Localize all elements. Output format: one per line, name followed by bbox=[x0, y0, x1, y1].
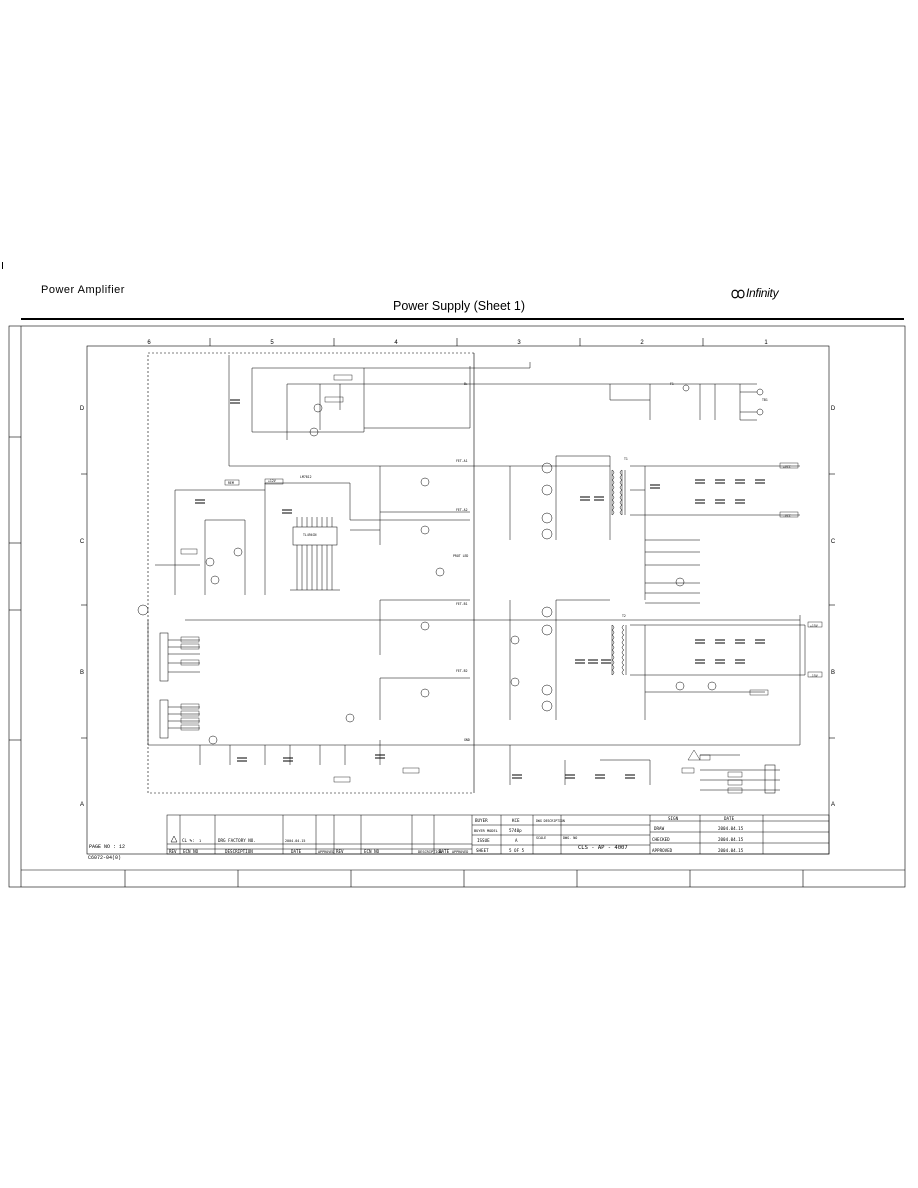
form-number: C6072-04(0) bbox=[88, 855, 122, 861]
buyer-label: BUYER bbox=[475, 818, 488, 823]
component-symbols bbox=[137, 384, 717, 745]
col-label-3: 3 bbox=[517, 340, 521, 346]
col-rev-left: REV bbox=[169, 849, 177, 854]
ic-reg-label: LM7812 bbox=[300, 475, 312, 479]
rev-description: DRG FACTORY NO. bbox=[218, 838, 256, 843]
net-plus-vcc: +VCC bbox=[783, 465, 791, 469]
net-minus-vcc: -VCC bbox=[783, 514, 791, 518]
page-title: Power Supply (Sheet 1) bbox=[392, 299, 525, 313]
col-label-6: 6 bbox=[147, 340, 151, 346]
row-label-a-left: A bbox=[80, 802, 84, 808]
col-rev-right: REV bbox=[336, 849, 344, 854]
col-label-5: 5 bbox=[270, 340, 274, 346]
page-number: PAGE NO : 12 bbox=[89, 844, 126, 850]
infinity-logo-icon bbox=[731, 289, 745, 299]
row-label-c-left: C bbox=[80, 539, 85, 545]
crop-mark bbox=[2, 262, 3, 269]
board-outline bbox=[147, 352, 475, 794]
dwg-no-value: CLS - AP - 4007 bbox=[578, 845, 628, 851]
issue-value: A bbox=[515, 838, 518, 843]
issue-label: ISSUE bbox=[477, 838, 490, 843]
row-label-b-left: B bbox=[80, 670, 84, 676]
date-label: DATE bbox=[724, 816, 735, 821]
cl-note: CL %: bbox=[182, 838, 195, 843]
buyer-model-value: 5740p bbox=[509, 828, 522, 833]
net-minus-15v: -15V bbox=[810, 674, 818, 678]
net-fet-a1: FET-A1 bbox=[456, 459, 468, 463]
checked-date: 2004.04.15 bbox=[718, 837, 744, 842]
fuse-label: F1 bbox=[670, 382, 674, 386]
net-fet-b1: FET-B1 bbox=[456, 602, 468, 606]
rev-date: 2004.04.15 bbox=[285, 839, 305, 843]
dwg-no-label: DWG. NO bbox=[563, 836, 577, 840]
pwm-ic bbox=[292, 526, 338, 546]
row-label-c-right: C bbox=[831, 539, 836, 545]
net-labels: +VCC -VCC +15V -15V +12V B+ GND REM PROT… bbox=[228, 382, 818, 742]
col-approved-right: APPROVED bbox=[452, 850, 468, 854]
approved-date: 2004.04.15 bbox=[718, 848, 744, 853]
row-label-b-right: B bbox=[831, 670, 835, 676]
product-name: Power Amplifier bbox=[41, 284, 125, 296]
sheet-label: SHEET bbox=[476, 848, 489, 853]
brand-name: Infinity bbox=[746, 286, 779, 300]
col-label-2: 2 bbox=[640, 340, 644, 346]
transformer-t2-label: T2 bbox=[622, 614, 626, 618]
sheet-value: 5 OF 5 bbox=[509, 848, 525, 853]
header-rule bbox=[21, 318, 904, 320]
buyer-value: KCE bbox=[512, 818, 520, 823]
row-label-a-right: A bbox=[831, 802, 835, 808]
row-label-d-right: D bbox=[831, 406, 836, 412]
title-block bbox=[166, 814, 830, 855]
net-fet-b2: FET-B2 bbox=[456, 669, 468, 673]
col-desc-left: DESCRIPTION bbox=[225, 849, 253, 854]
net-gnd: GND bbox=[464, 738, 470, 742]
wiring bbox=[147, 355, 806, 794]
scale-label: SCALE bbox=[536, 836, 546, 840]
net-b-plus: B+ bbox=[464, 382, 468, 386]
net-rem: REM bbox=[228, 481, 234, 485]
approved-label: APPROVED bbox=[652, 848, 673, 853]
col-desc-right: DESCRIPTION bbox=[418, 850, 442, 854]
col-label-1: 1 bbox=[764, 340, 768, 346]
dwg-desc-label: DWG DESCRIPTION bbox=[536, 819, 565, 823]
net-plus-15v: +15V bbox=[810, 624, 818, 628]
col-approved-left: APPROVED bbox=[318, 850, 334, 854]
sign-label: SIGN bbox=[668, 816, 679, 821]
draw-date: 2004.04.15 bbox=[718, 826, 744, 831]
ic-pwm-label: TL494CN bbox=[303, 533, 317, 537]
col-ecn-right: ECN NO bbox=[364, 849, 380, 854]
drawing-frame bbox=[8, 325, 906, 888]
rev-ecn: 1 bbox=[199, 839, 201, 843]
transformer-t1-label: T1 bbox=[624, 457, 628, 461]
checked-label: CHECKED bbox=[652, 837, 670, 842]
buyer-model-label: BUYER MODEL bbox=[474, 829, 498, 833]
col-date-left: DATE bbox=[291, 849, 302, 854]
title-block-text: CL %: 1 DRG FACTORY NO. 2004.04.15 REV E… bbox=[169, 816, 744, 854]
net-fet-a2: FET-A2 bbox=[456, 508, 468, 512]
col-label-4: 4 bbox=[394, 340, 398, 346]
net-plus-12v: +12V bbox=[268, 479, 276, 483]
row-label-d-left: D bbox=[80, 406, 85, 412]
col-date-right: DATE bbox=[439, 849, 450, 854]
col-ecn-left: ECN NO bbox=[183, 849, 199, 854]
net-prot-led: PROT LED bbox=[453, 554, 468, 558]
draw-label: DRAW bbox=[654, 826, 665, 831]
capacitor-marks bbox=[195, 399, 765, 779]
terminal-label: TB1 bbox=[762, 398, 768, 402]
